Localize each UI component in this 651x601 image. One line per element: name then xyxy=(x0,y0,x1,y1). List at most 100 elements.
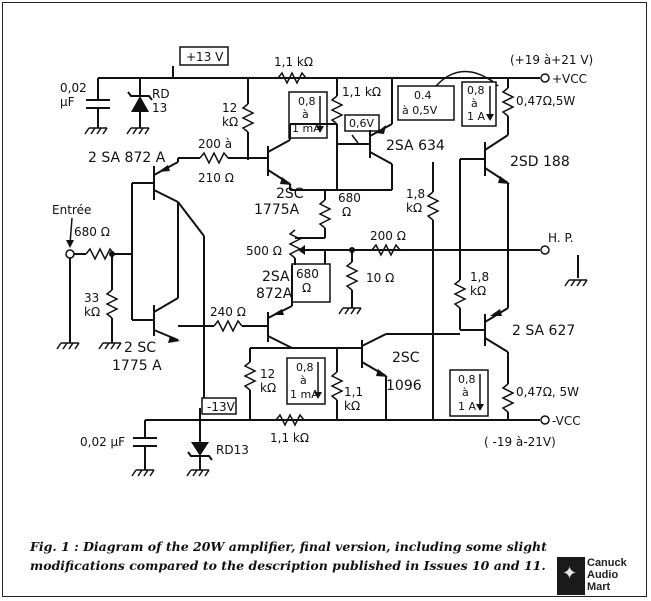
resistor-240 xyxy=(213,320,243,332)
cap-top-value: 0,02 xyxy=(60,81,87,95)
logo-line2: Audio xyxy=(587,569,619,581)
q6-label2: 1096 xyxy=(386,378,422,394)
transistor-2sa872a-top xyxy=(132,157,205,237)
vcc-neg-range: ( -19 à-21V) xyxy=(484,435,556,449)
r12k-bot-label2: kΩ xyxy=(260,381,276,395)
r33k-label1: 33 xyxy=(84,291,99,305)
pot500-label: 500 Ω xyxy=(246,244,282,258)
r047-top-label: 0,47Ω,5W xyxy=(516,94,575,108)
r047-bot-label: 0,47Ω, 5W xyxy=(516,385,579,399)
positive-rail xyxy=(98,66,540,79)
resistor-680-a xyxy=(295,190,331,239)
meter-04-05v-line2: à 0,5V xyxy=(402,104,438,117)
meter-top-1ma-line1: 0,8 xyxy=(298,95,316,108)
zener-top-label1: RD xyxy=(152,87,170,101)
meter-06v: 0,6V xyxy=(344,114,380,144)
cap-top xyxy=(84,78,110,135)
meter-bot-1a-line1: 0,8 xyxy=(458,373,476,386)
vcc-pos-label: +VCC xyxy=(552,72,587,86)
meter-bot-1ma-line1: 0,8 xyxy=(296,361,314,374)
hp-terminal xyxy=(540,245,550,255)
r10-label: 10 Ω xyxy=(366,271,394,285)
r680a-label1: 680 xyxy=(338,191,361,205)
pos-rail-label-box: +13 V xyxy=(179,46,229,66)
canuck-audio-mart-logo[interactable]: ✦ Canuck Audio Mart xyxy=(557,557,647,597)
meter-top-1ma-line3: 1 mA xyxy=(292,122,321,135)
r680b-label1: 680 xyxy=(296,267,319,281)
resistor-047-bottom xyxy=(502,383,514,420)
transistor-2sa627 xyxy=(460,254,509,384)
r18ka-label1: 1,8 xyxy=(406,187,425,201)
r680b-label2: Ω xyxy=(302,281,311,295)
r1k1-mid-label: 1,1 kΩ xyxy=(342,85,381,99)
meter-top-1a-line3: 1 A xyxy=(467,110,485,123)
meter-bot-1a-line3: 1 A xyxy=(458,400,476,413)
zener-bottom-label: RD13 xyxy=(216,443,249,457)
input-terminal xyxy=(65,249,75,259)
resistor-12k-top xyxy=(242,78,254,160)
resistor-200-210 xyxy=(199,152,229,164)
vcc-neg-label: -VCC xyxy=(552,414,581,428)
q3-label1: 2 SC xyxy=(124,340,156,356)
meter-bottom-1a: 0,8 à 1 A xyxy=(449,369,489,417)
cap-top-unit: µF xyxy=(60,95,75,109)
resistor-18k-b xyxy=(454,159,466,330)
q4-label1: 2SA xyxy=(262,269,290,285)
meter-top-1a: 0,8 à 1 A xyxy=(461,81,497,127)
q6-label1: 2SC xyxy=(392,350,420,366)
r240-label: 240 Ω xyxy=(210,305,246,319)
meter-bot-1a-line2: à xyxy=(462,386,469,399)
r200fb-label: 200 Ω xyxy=(370,229,406,243)
logo-line3: Mart xyxy=(587,581,611,593)
meter-04-05v: 0.4 à 0,5V xyxy=(397,70,499,121)
neg-rail-label-box: -13V xyxy=(201,397,237,415)
cap-bottom-label: 0,02 µF xyxy=(80,435,125,449)
resistor-1k1-bottom-v xyxy=(331,348,343,420)
q3-label2: 1775 A xyxy=(112,358,162,374)
meter-top-1a-line2: à xyxy=(471,97,478,110)
meter-bot-1ma-line2: à xyxy=(300,374,307,387)
r12k-top-unit: kΩ xyxy=(222,115,238,129)
zener-bottom xyxy=(186,420,213,477)
figure-caption: Fig. 1 : Diagram of the 20W amplifier, f… xyxy=(30,539,547,573)
q2-label2: 1775A xyxy=(254,202,300,218)
zener-top xyxy=(126,78,153,135)
r680-in-label: 680 Ω xyxy=(74,225,110,239)
r680a-label2: Ω xyxy=(342,205,351,219)
resistor-18k-a xyxy=(427,162,439,420)
r1k1-top-label: 1,1 kΩ xyxy=(274,55,313,69)
q4-label2: 872A xyxy=(256,286,293,302)
r12k-top-value: 12 xyxy=(222,101,237,115)
vcc-neg-terminal xyxy=(540,415,550,425)
r18kb-label1: 1,8 xyxy=(470,270,489,284)
transistor-2sc1775a-top xyxy=(267,123,392,191)
meter-top-1a-line1: 0,8 xyxy=(467,84,485,97)
r200-label2: 210 Ω xyxy=(198,171,234,185)
transistor-2sc1775a-bottom xyxy=(132,202,180,343)
meter-06v-label: 0,6V xyxy=(349,117,374,130)
resistor-047-top xyxy=(502,78,514,135)
q8-label: 2 SA 627 xyxy=(512,323,575,339)
hp-label: H. P. xyxy=(548,231,574,245)
input-label: Entrée xyxy=(52,203,91,217)
vcc-pos-terminal xyxy=(540,73,550,83)
r12k-bot-label1: 12 xyxy=(260,367,275,381)
meter-bottom-1ma: 0,8 à 1 mA xyxy=(286,357,326,405)
meter-top-1ma: 0,8 à 1 mA xyxy=(288,91,328,139)
maple-leaf-icon: ✦ xyxy=(557,557,585,595)
meter-top-1ma-line2: à xyxy=(302,108,309,121)
q7-label: 2SD 188 xyxy=(510,154,570,170)
negative-rail xyxy=(145,236,540,421)
pos-rail-label: +13 V xyxy=(186,50,224,64)
vcc-pos-range: (+19 à+21 V) xyxy=(510,53,593,67)
logo-line1: Canuck xyxy=(587,557,627,569)
resistor-12k-bottom xyxy=(244,347,292,420)
r18ka-label2: kΩ xyxy=(406,201,422,215)
transistor-2sd188 xyxy=(460,134,510,254)
cap-bottom xyxy=(131,420,157,477)
meter-04-05v-line1: 0.4 xyxy=(414,89,432,102)
r33k-label2: kΩ xyxy=(84,305,100,319)
transistor-2sa634 xyxy=(337,78,393,190)
